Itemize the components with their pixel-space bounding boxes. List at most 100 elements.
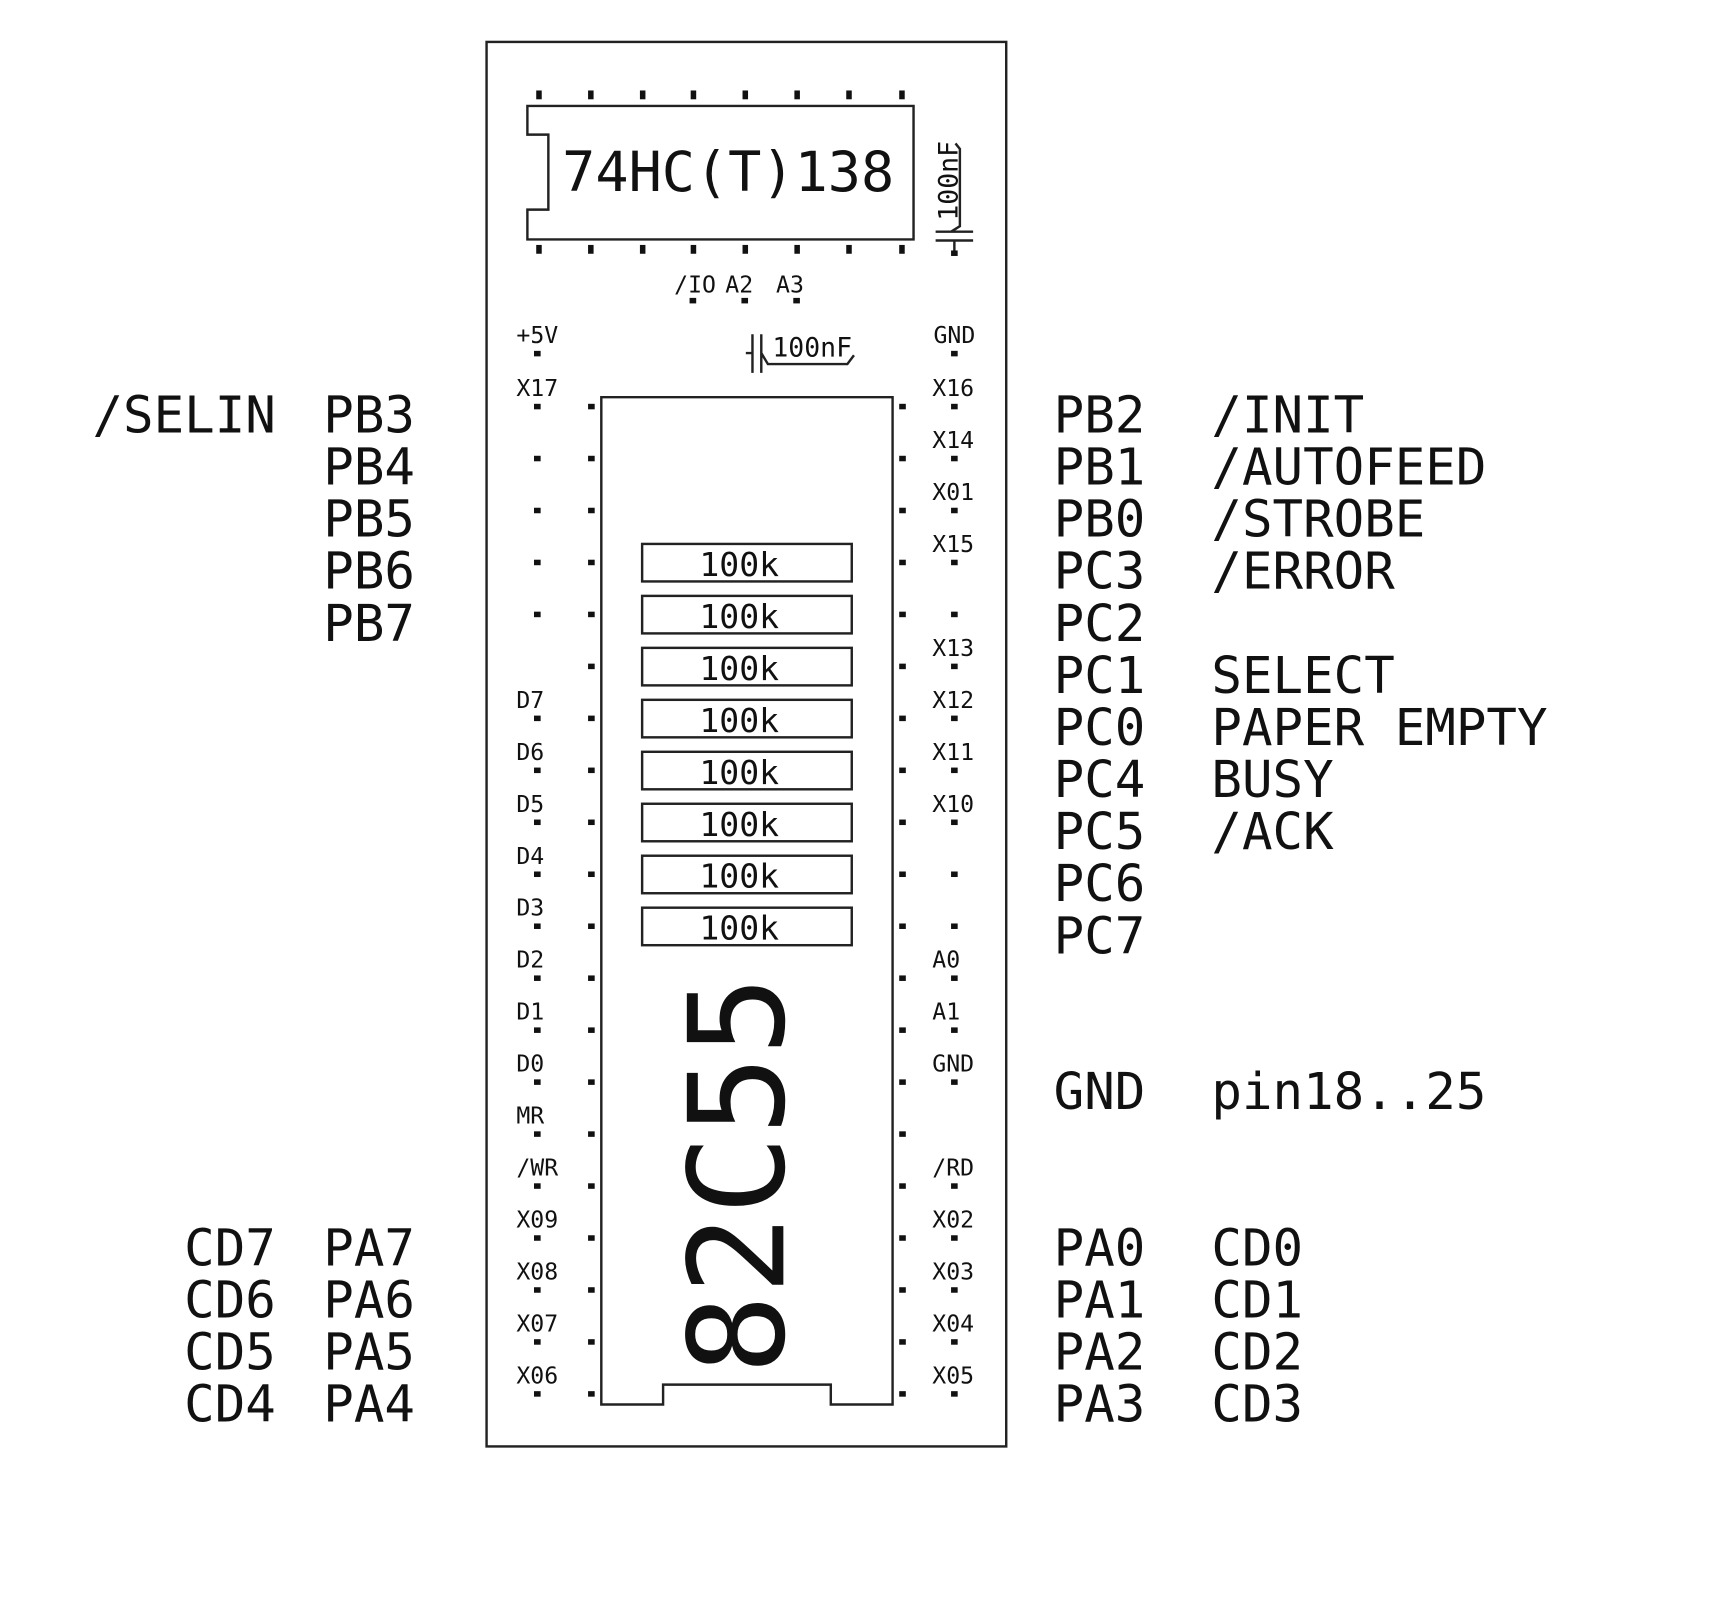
pin-pad — [899, 244, 905, 254]
signal-label: CD3 — [1211, 1375, 1303, 1434]
decoder-pins — [536, 90, 905, 304]
signal-label: /STROBE — [1211, 490, 1425, 549]
header-pin-left — [534, 1183, 541, 1189]
port-label: PC7 — [1054, 906, 1146, 965]
signal-label: CD0 — [1211, 1218, 1303, 1277]
socket-pin-right — [899, 1131, 906, 1137]
port-label: PA1 — [1054, 1271, 1146, 1330]
socket-pin-left — [588, 1079, 595, 1085]
pin-pad — [536, 90, 542, 100]
resistor-label: 100k — [699, 857, 779, 896]
header-pin-left — [534, 1339, 541, 1345]
header-pin-left — [534, 819, 541, 826]
socket-pin-right — [899, 455, 906, 462]
right-pin-label: X14 — [932, 428, 974, 454]
right-pin-label: A0 — [932, 948, 960, 974]
socket-pin-left — [588, 715, 595, 722]
left-pin-label: X08 — [516, 1260, 558, 1286]
pin-pad — [536, 244, 542, 254]
right-pin-label: X15 — [932, 532, 974, 558]
socket-pin-right — [899, 1183, 906, 1189]
header-pin-left — [534, 507, 541, 514]
resistor-label: 100k — [699, 701, 779, 740]
header-pin-right — [951, 715, 958, 722]
socket-pin-right — [899, 507, 906, 514]
socket-pin-left — [588, 663, 595, 670]
socket-pin-right — [899, 403, 906, 410]
socket-pin-left — [588, 1235, 595, 1241]
signal-label: /ACK — [1211, 802, 1334, 861]
resistor-label: 100k — [699, 649, 779, 688]
socket-pin-left — [588, 871, 595, 878]
resistor — [640, 542, 853, 583]
pin-pad — [742, 90, 749, 100]
resistor-label: 100k — [699, 545, 779, 584]
right-pin-label: X16 — [932, 376, 974, 402]
port-label: PB2 — [1054, 385, 1146, 444]
header-pin-left — [534, 611, 541, 618]
left-pin-label: D2 — [516, 948, 544, 974]
header-pin-left — [534, 1079, 541, 1085]
pin-pad — [846, 244, 852, 254]
port-label: PA6 — [323, 1271, 415, 1330]
socket-pin-right — [899, 663, 906, 670]
header-pin-left — [534, 923, 541, 929]
right-pin-label: X04 — [932, 1311, 974, 1337]
right-pin-label: X05 — [932, 1363, 974, 1389]
port-label: PB4 — [323, 438, 415, 497]
pin-pad — [899, 90, 905, 100]
port-label: PB5 — [323, 490, 415, 549]
port-label: PB0 — [1054, 490, 1146, 549]
header-pin-left — [534, 715, 541, 722]
left-pin-label: D6 — [516, 740, 544, 766]
vcc-label: +5V — [516, 323, 558, 349]
pin-pad — [794, 90, 800, 100]
header-pin-left — [534, 1391, 541, 1397]
left-pin-label: D3 — [516, 896, 544, 922]
port-label: PB1 — [1054, 438, 1146, 497]
socket-pin-right — [899, 559, 906, 566]
signal-label: CD2 — [1211, 1323, 1303, 1382]
resistor-label: 100k — [699, 805, 779, 844]
resistor-label: 100k — [699, 753, 779, 792]
port-label: PC3 — [1054, 542, 1146, 601]
header-pin-right — [951, 507, 958, 514]
header-pin-right — [951, 559, 958, 566]
socket-pin-right — [899, 1079, 906, 1085]
left-pin-label: D0 — [516, 1052, 544, 1078]
socket-pin-right — [899, 1339, 906, 1345]
board-outline — [485, 40, 1008, 1448]
ground-port-label: GND — [1054, 1062, 1146, 1121]
header-pin-right — [951, 975, 958, 981]
ppi-socket-outline — [600, 395, 894, 1406]
port-label: PA0 — [1054, 1218, 1146, 1277]
signal-label: SELECT — [1211, 646, 1394, 705]
left-pin-label: X17 — [516, 376, 558, 402]
socket-pin-right — [899, 819, 906, 826]
ground-pins-label: pin18..25 — [1211, 1062, 1486, 1121]
decoder-pin-a3: A3 — [776, 272, 804, 298]
decoder-chip-label: 74HC(T)138 — [562, 141, 894, 205]
socket-pin-left — [588, 1131, 595, 1137]
header-pin-right — [951, 1391, 958, 1397]
pin-pad — [741, 297, 749, 304]
port-label: PA4 — [323, 1375, 415, 1434]
port-label: PC4 — [1054, 750, 1146, 809]
right-pin-label: X13 — [932, 636, 974, 662]
header-pin-left — [534, 975, 541, 981]
header-pin-right — [951, 923, 958, 929]
signal-label: CD1 — [1211, 1271, 1303, 1330]
left-pin-label: MR — [516, 1104, 544, 1130]
socket-pin-right — [899, 871, 906, 878]
pin-pad — [588, 244, 594, 254]
resistor — [640, 750, 853, 791]
header-pin-left — [534, 403, 541, 410]
pin-pad — [793, 297, 800, 304]
header-pin-left — [534, 559, 541, 566]
pin-pad — [794, 244, 800, 254]
signal-label: BUSY — [1211, 750, 1333, 809]
header-pin-right — [951, 819, 958, 826]
header-pin-right — [951, 1235, 958, 1241]
header-pin-left — [534, 767, 541, 774]
